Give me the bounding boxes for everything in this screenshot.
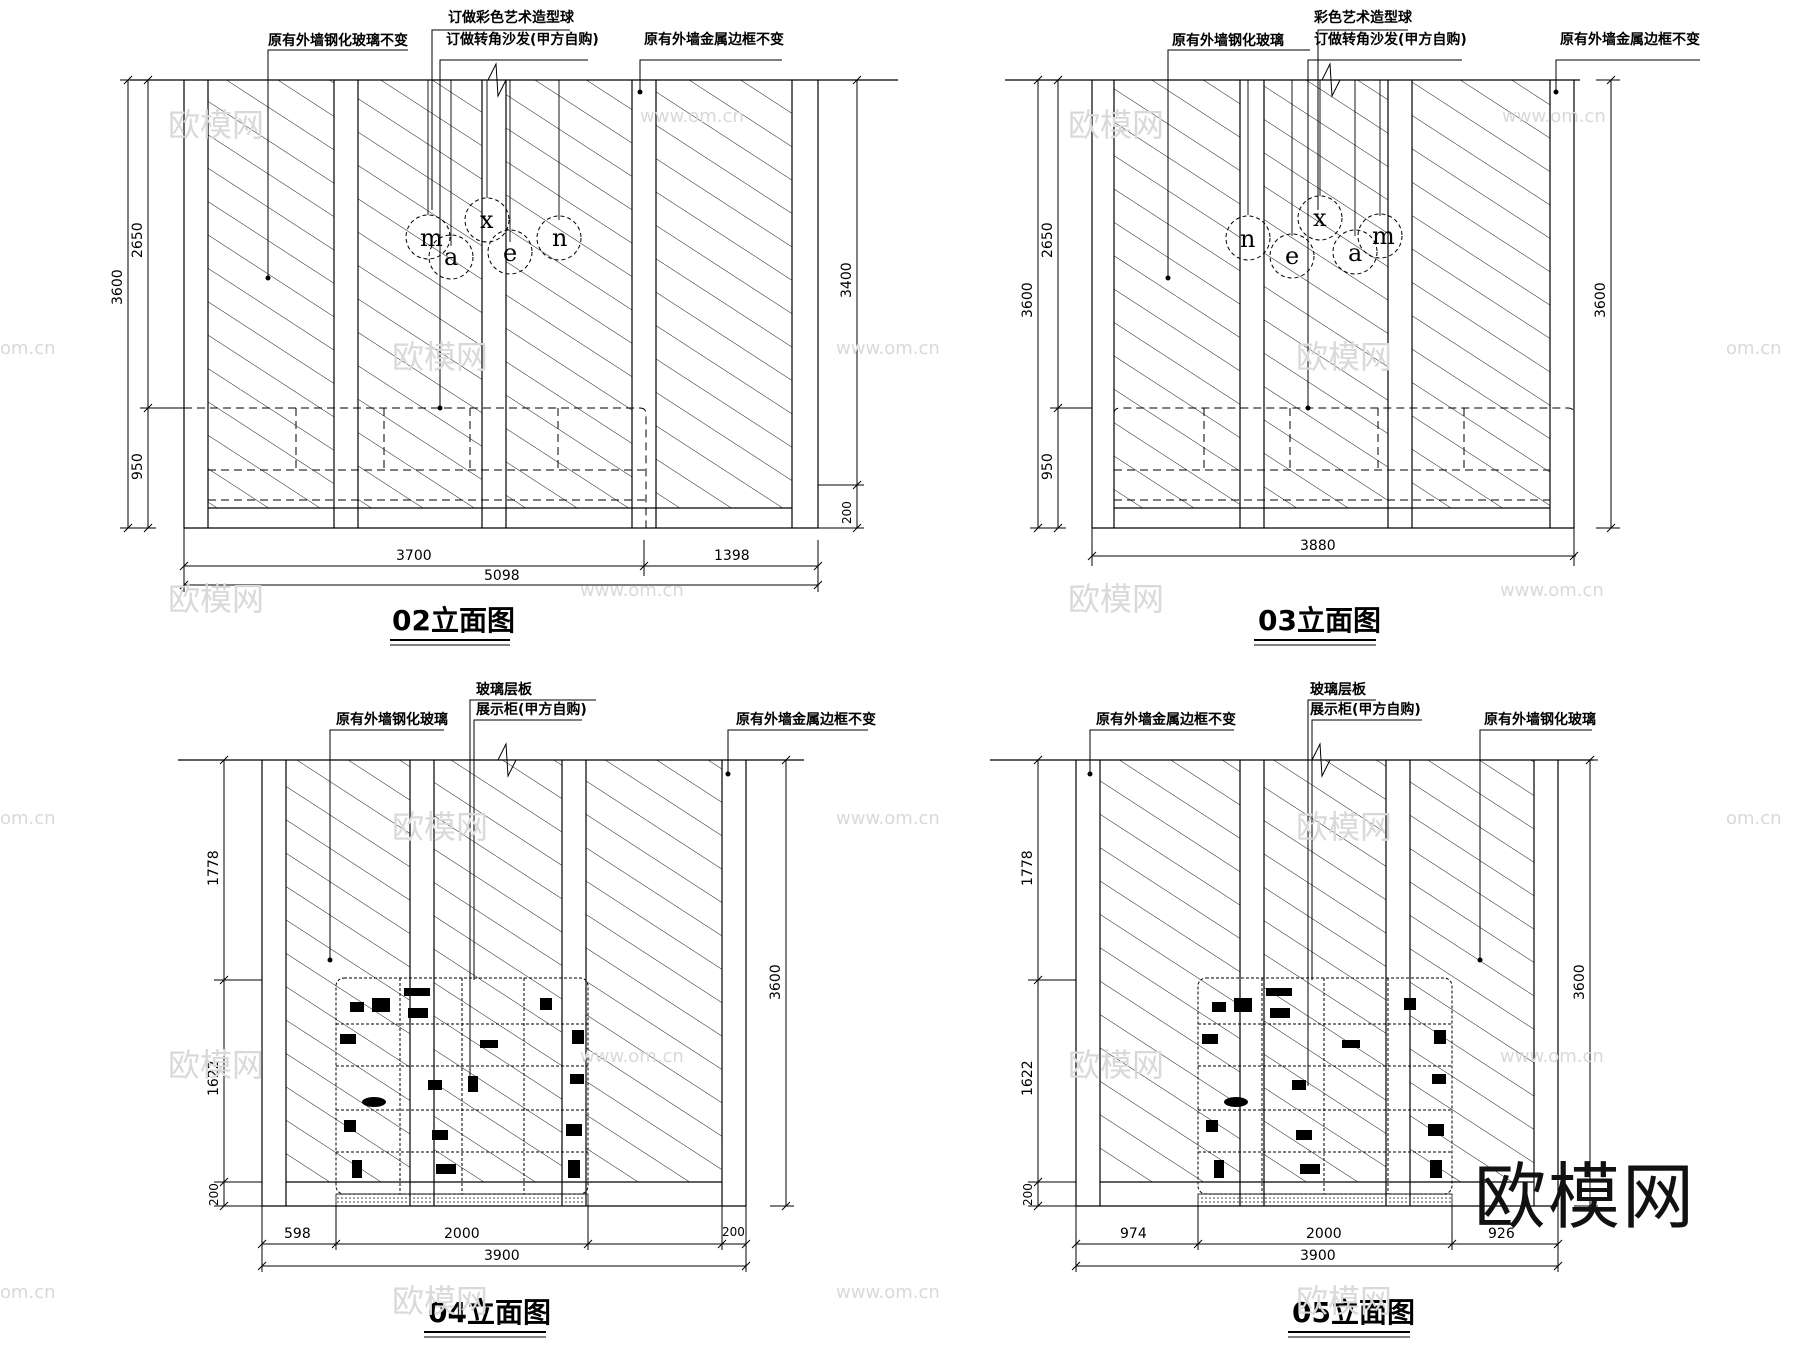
ball-letter: a	[444, 243, 458, 271]
label-05-tempered-glass: 原有外墙钢化玻璃	[1484, 711, 1596, 728]
dim-04-3900: 3900	[484, 1248, 520, 1264]
dim-05-200: 200	[1021, 1183, 1035, 1206]
ball-letter: m	[1372, 222, 1395, 250]
dim-03-3600-right: 3600	[1593, 282, 1609, 318]
dim-04-200-bottom: 200	[722, 1225, 745, 1239]
dim-02-2650: 2650	[130, 222, 146, 258]
dim-02-950: 950	[130, 453, 146, 480]
elevation-04: 原有外墙钢化玻璃 玻璃层板 展示柜(甲方自购) 原有外墙金属边框不变 1778 …	[178, 681, 876, 1338]
ball-letter: x	[480, 206, 494, 234]
dim-05-1622: 1622	[1020, 1060, 1036, 1096]
ball-letter: e	[1285, 242, 1299, 270]
title-02: 02立面图	[392, 604, 515, 637]
ball-letter: a	[1348, 239, 1362, 267]
label-04-glass-shelf: 玻璃层板	[476, 681, 533, 698]
dim-02-3400: 3400	[839, 262, 855, 298]
elevation-02: 原有外墙钢化玻璃不变 订做彩色艺术造型球 订做转角沙发(甲方自购) 原有外墙金属…	[110, 9, 898, 646]
label-03-metal-frame: 原有外墙金属边框不变	[1560, 31, 1700, 48]
dim-02-3700: 3700	[396, 548, 432, 564]
dim-02-5098: 5098	[484, 568, 520, 584]
label-02-metal-frame: 原有外墙金属边框不变	[644, 31, 784, 48]
ball-letter: n	[1240, 225, 1255, 253]
label-02-art-ball: 订做彩色艺术造型球	[448, 9, 575, 26]
dim-05-2000: 2000	[1306, 1226, 1342, 1242]
dim-05-1778: 1778	[1020, 850, 1036, 886]
dim-04-2000: 2000	[444, 1226, 480, 1242]
ball-letter: m	[420, 224, 443, 252]
dim-05-926: 926	[1488, 1226, 1515, 1242]
display-cabinet-05	[1197, 977, 1453, 1207]
label-05-display-cabinet: 展示柜(甲方自购)	[1310, 701, 1421, 718]
label-03-corner-sofa: 订做转角沙发(甲方自购)	[1314, 31, 1467, 48]
dim-04-1778: 1778	[206, 850, 222, 886]
title-03: 03立面图	[1258, 604, 1381, 637]
label-05-metal-frame: 原有外墙金属边框不变	[1096, 711, 1236, 728]
art-balls-02: m a x e n	[405, 197, 582, 280]
label-04-display-cabinet: 展示柜(甲方自购)	[476, 701, 587, 718]
dim-04-1622: 1622	[206, 1060, 222, 1096]
label-05-glass-shelf: 玻璃层板	[1310, 681, 1367, 698]
dim-02-1398: 1398	[714, 548, 750, 564]
display-cabinet-04	[335, 977, 589, 1207]
dim-03-3880: 3880	[1300, 538, 1336, 554]
dim-03-2650: 2650	[1040, 222, 1056, 258]
dim-05-974: 974	[1120, 1226, 1147, 1242]
elevation-03: 原有外墙钢化玻璃 彩色艺术造型球 订做转角沙发(甲方自购) 原有外墙金属边框不变…	[1005, 9, 1700, 646]
dim-05-3900: 3900	[1300, 1248, 1336, 1264]
ball-letter: n	[552, 224, 567, 252]
label-02-tempered-glass: 原有外墙钢化玻璃不变	[268, 32, 408, 49]
dim-03-950: 950	[1040, 453, 1056, 480]
dim-04-598: 598	[284, 1226, 311, 1242]
label-03-art-ball: 彩色艺术造型球	[1313, 9, 1413, 26]
dim-04-200: 200	[207, 1183, 221, 1206]
title-04: 04立面图	[428, 1296, 551, 1329]
label-04-metal-frame: 原有外墙金属边框不变	[736, 711, 876, 728]
dim-02-200: 200	[840, 501, 854, 524]
label-03-tempered-glass: 原有外墙钢化玻璃	[1172, 32, 1284, 49]
ball-letter: x	[1313, 204, 1327, 232]
label-04-tempered-glass: 原有外墙钢化玻璃	[336, 711, 448, 728]
dim-04-3600-right: 3600	[768, 964, 784, 1000]
dim-03-3600: 3600	[1020, 282, 1036, 318]
title-05: 05立面图	[1292, 1296, 1415, 1329]
art-balls-03: n e x a m	[1225, 195, 1403, 279]
dim-05-3600-right: 3600	[1572, 964, 1588, 1000]
ball-letter: e	[503, 239, 517, 267]
label-02-corner-sofa: 订做转角沙发(甲方自购)	[446, 31, 599, 48]
dim-02-3600: 3600	[110, 269, 126, 305]
elevation-05: 原有外墙金属边框不变 玻璃层板 展示柜(甲方自购) 原有外墙钢化玻璃 1778 …	[990, 681, 1598, 1338]
brand-logo-text: 欧模网	[1473, 1155, 1696, 1239]
